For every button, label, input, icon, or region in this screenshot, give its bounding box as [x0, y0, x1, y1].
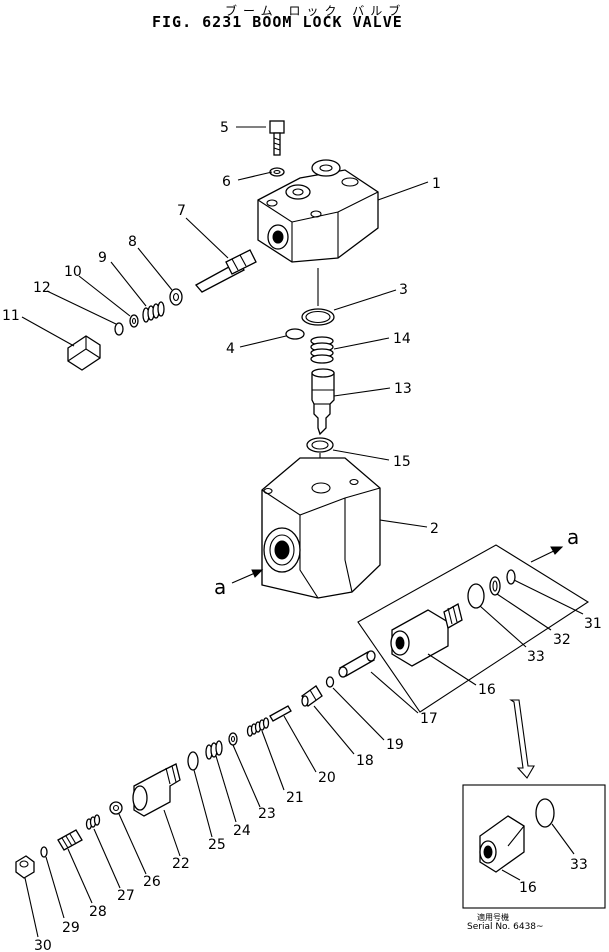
poppet-part-13	[311, 368, 335, 436]
sleeve-part-17	[338, 650, 376, 678]
part-label-33-inset: 33	[570, 857, 588, 873]
serial-applicability-jp: 適用号機	[477, 913, 509, 922]
spring-part-9	[142, 301, 165, 323]
part-label-16: 16	[478, 682, 496, 698]
sleeve-part-18	[301, 685, 323, 707]
part-label-16-inset: 16	[519, 880, 537, 896]
part-label-10: 10	[64, 264, 82, 280]
subassembly-outline	[357, 544, 590, 713]
spring-part-14	[310, 336, 334, 364]
part-label-4: 4	[226, 341, 235, 357]
valve-head-part-1	[257, 159, 379, 263]
part-label-6: 6	[222, 174, 231, 190]
part-label-25: 25	[208, 837, 226, 853]
part-label-13: 13	[394, 381, 412, 397]
oring-part-33-inset	[535, 798, 555, 828]
ring-part-19	[325, 676, 335, 688]
pin-part-20	[269, 705, 292, 722]
oring-part-15	[306, 437, 334, 453]
part-label-32: 32	[553, 632, 571, 648]
part-label-7: 7	[177, 203, 186, 219]
plug-part-11	[67, 335, 101, 371]
spring-part-24	[205, 740, 223, 760]
ring-part-10	[129, 314, 139, 328]
figure-title: FIG. 6231 BOOM LOCK VALVE	[152, 13, 403, 31]
part-label-3: 3	[399, 282, 408, 298]
nut-part-8	[169, 288, 183, 306]
part-label-2: 2	[430, 521, 439, 537]
part-label-33: 33	[527, 649, 545, 665]
reference-label-a-left: a	[214, 575, 226, 599]
reference-arrow-a-left	[231, 569, 264, 584]
leader-lines	[21, 126, 584, 938]
screw-part-28	[57, 829, 83, 851]
part-label-23: 23	[258, 806, 276, 822]
oring-part-31	[506, 569, 516, 585]
ring-part-32	[489, 576, 501, 596]
nut-part-26	[109, 801, 123, 815]
part-label-19: 19	[386, 737, 404, 753]
washer-part-6	[269, 167, 285, 177]
oring-part-4	[285, 328, 305, 340]
part-label-26: 26	[143, 874, 161, 890]
part-label-28: 28	[89, 904, 107, 920]
part-label-18: 18	[356, 753, 374, 769]
oring-part-3	[301, 308, 335, 326]
oring-part-12	[114, 322, 124, 336]
part-label-8: 8	[128, 234, 137, 250]
valve-seat-part-22	[132, 763, 181, 817]
reference-arrow-a-right	[530, 546, 564, 563]
spring-part-27	[85, 814, 101, 830]
part-label-24: 24	[233, 823, 251, 839]
spool-part-7	[194, 249, 257, 293]
bolt-part-5	[269, 120, 285, 156]
part-label-17: 17	[420, 711, 438, 727]
part-label-31: 31	[584, 616, 602, 632]
washer-part-23	[228, 732, 238, 746]
cartridge-part-16-inset	[479, 815, 525, 873]
oring-part-25	[187, 751, 199, 771]
part-label-29: 29	[62, 920, 80, 936]
part-label-1: 1	[432, 176, 441, 192]
spring-part-21	[246, 717, 270, 737]
part-label-9: 9	[98, 250, 107, 266]
part-labels: 1 2 3 4 5 6 7 8 9 10 11 12 13 14 15 16 1…	[2, 120, 602, 952]
part-label-27: 27	[117, 888, 135, 904]
oring-part-33	[467, 583, 485, 609]
part-label-20: 20	[318, 770, 336, 786]
cap-nut-part-30	[15, 855, 35, 879]
inset-box	[462, 784, 606, 909]
reference-label-a-right: a	[567, 525, 579, 549]
part-label-30: 30	[34, 938, 52, 952]
part-label-11: 11	[2, 308, 20, 324]
valve-body-part-2	[261, 457, 381, 599]
hollow-arrow-down	[509, 699, 535, 779]
part-label-22: 22	[172, 856, 190, 872]
part-label-21: 21	[286, 790, 304, 806]
part-label-5: 5	[220, 120, 229, 136]
washer-part-29	[40, 846, 48, 858]
figure-title-katakana: ブーム ロック バルブ	[225, 4, 407, 18]
serial-number-note: Serial No. 6438~	[467, 922, 544, 932]
part-label-14: 14	[393, 331, 411, 347]
part-label-15: 15	[393, 454, 411, 470]
cartridge-part-16	[390, 603, 463, 667]
part-label-12: 12	[33, 280, 51, 296]
